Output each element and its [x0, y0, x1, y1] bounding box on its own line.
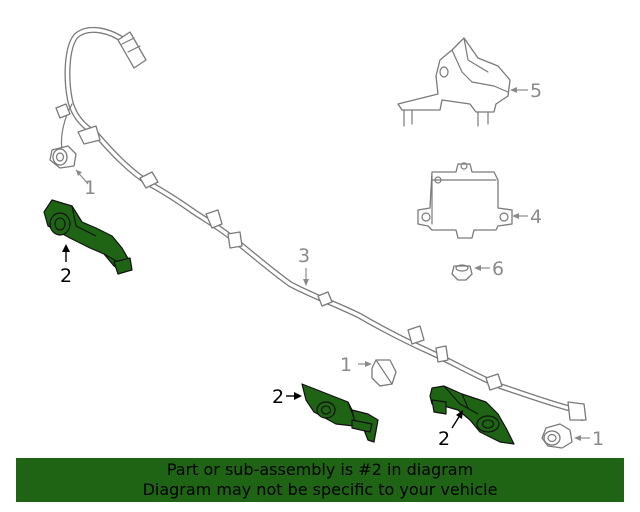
- callout-bracket-right: 2: [438, 428, 450, 450]
- sensor-part-1-top: [49, 145, 77, 169]
- wiring-harness: [55, 26, 587, 421]
- module-part-4: [417, 162, 513, 239]
- bracket-part-2-right: [429, 385, 515, 445]
- parts-diagram: 1 2 5 4 6 3: [43, 26, 604, 450]
- callout-harness: 3: [298, 245, 310, 267]
- footer-banner: Part or sub-assembly is #2 in diagram Di…: [16, 458, 624, 502]
- callout-sensor-top: 1: [84, 177, 96, 199]
- callout-sensor-bottom: 1: [592, 428, 604, 450]
- callout-clip: 6: [492, 258, 504, 280]
- sensor-part-1-center: [371, 359, 397, 387]
- callout-upper-bracket: 5: [530, 80, 542, 102]
- callout-bracket-left: 2: [60, 265, 72, 287]
- callout-sensor-center: 1: [340, 354, 352, 376]
- sensor-part-1-bottom-right: [541, 423, 573, 449]
- clip-part-6: [451, 264, 473, 281]
- upper-bracket-part-5: [397, 37, 511, 127]
- diagram-canvas: 1 2 5 4 6 3: [43, 26, 604, 450]
- bracket-part-2-left: [43, 199, 133, 275]
- footer-line-1: Part or sub-assembly is #2 in diagram: [166, 460, 474, 479]
- callout-module: 4: [530, 206, 542, 228]
- footer-line-2: Diagram may not be specific to your vehi…: [142, 480, 498, 499]
- callout-bracket-center: 2: [272, 386, 284, 408]
- bracket-part-2-center: [301, 383, 379, 443]
